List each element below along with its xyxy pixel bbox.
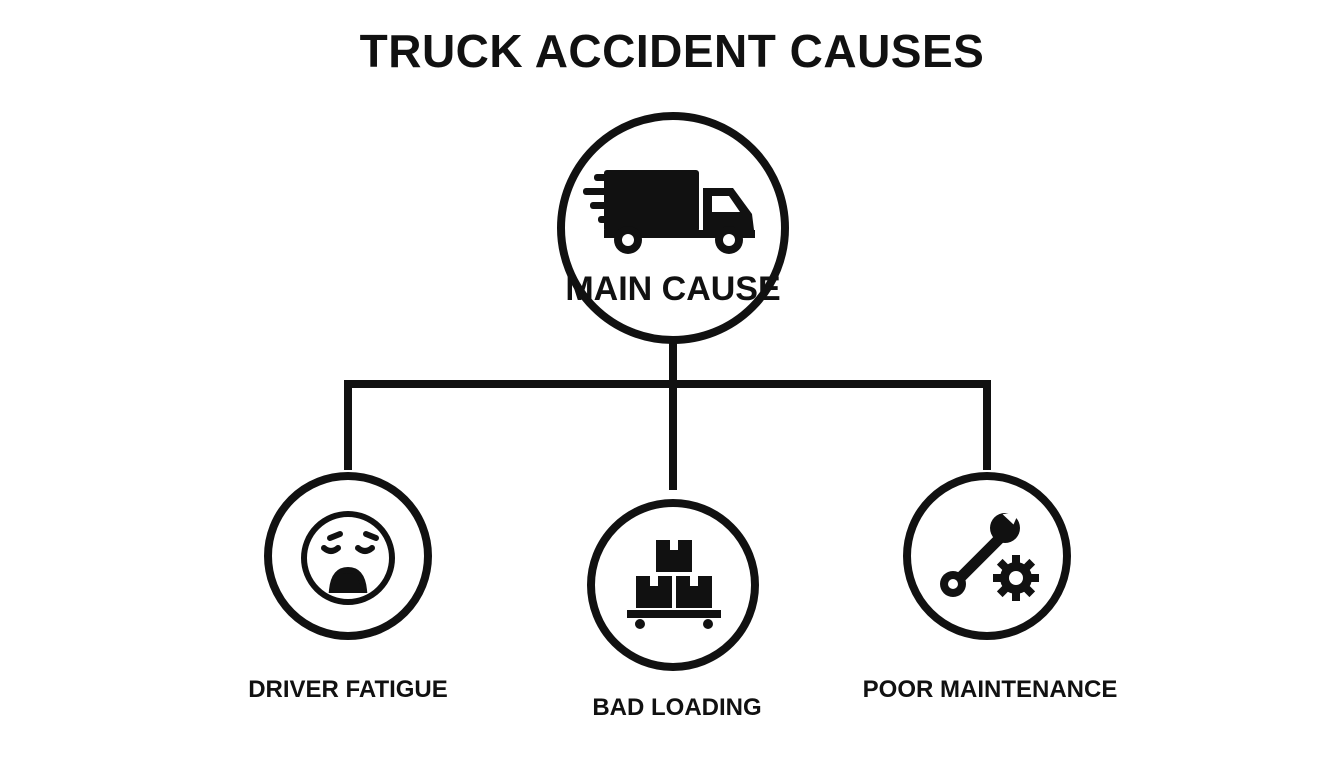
pallet-wheel [703, 619, 713, 629]
gear-icon [993, 555, 1039, 601]
child-label-bad-loading: BAD LOADING [592, 694, 761, 721]
truck-icon [583, 170, 755, 254]
truck-cargo-box [604, 170, 699, 232]
stacked-boxes-pallet-icon [627, 540, 721, 629]
frown-mouth [328, 566, 368, 593]
root-node: MAIN CAUSE [557, 112, 789, 344]
root-label: MAIN CAUSE [565, 270, 780, 308]
connector-lines [344, 336, 991, 490]
child-circle [264, 472, 432, 640]
child-circle [587, 499, 759, 671]
diagram-title: TRUCK ACCIDENT CAUSES [359, 25, 985, 77]
child-label-driver-fatigue: DRIVER FATIGUE [248, 676, 448, 703]
child-node-bad-loading: BAD LOADING [587, 499, 762, 721]
tired-face-icon [301, 511, 395, 605]
truck-window [712, 196, 740, 212]
pallet-wheel [635, 619, 645, 629]
closed-eye [321, 545, 341, 554]
closed-eye [355, 545, 375, 554]
wrench-gear-icon [940, 511, 1039, 601]
wrench-icon [940, 511, 1020, 597]
child-node-poor-maintenance: POOR MAINTENANCE [863, 472, 1118, 703]
child-label-poor-maintenance: POOR MAINTENANCE [863, 676, 1118, 703]
truck-chassis [604, 230, 755, 238]
pallet-deck [627, 610, 721, 618]
child-node-driver-fatigue: DRIVER FATIGUE [248, 472, 448, 703]
